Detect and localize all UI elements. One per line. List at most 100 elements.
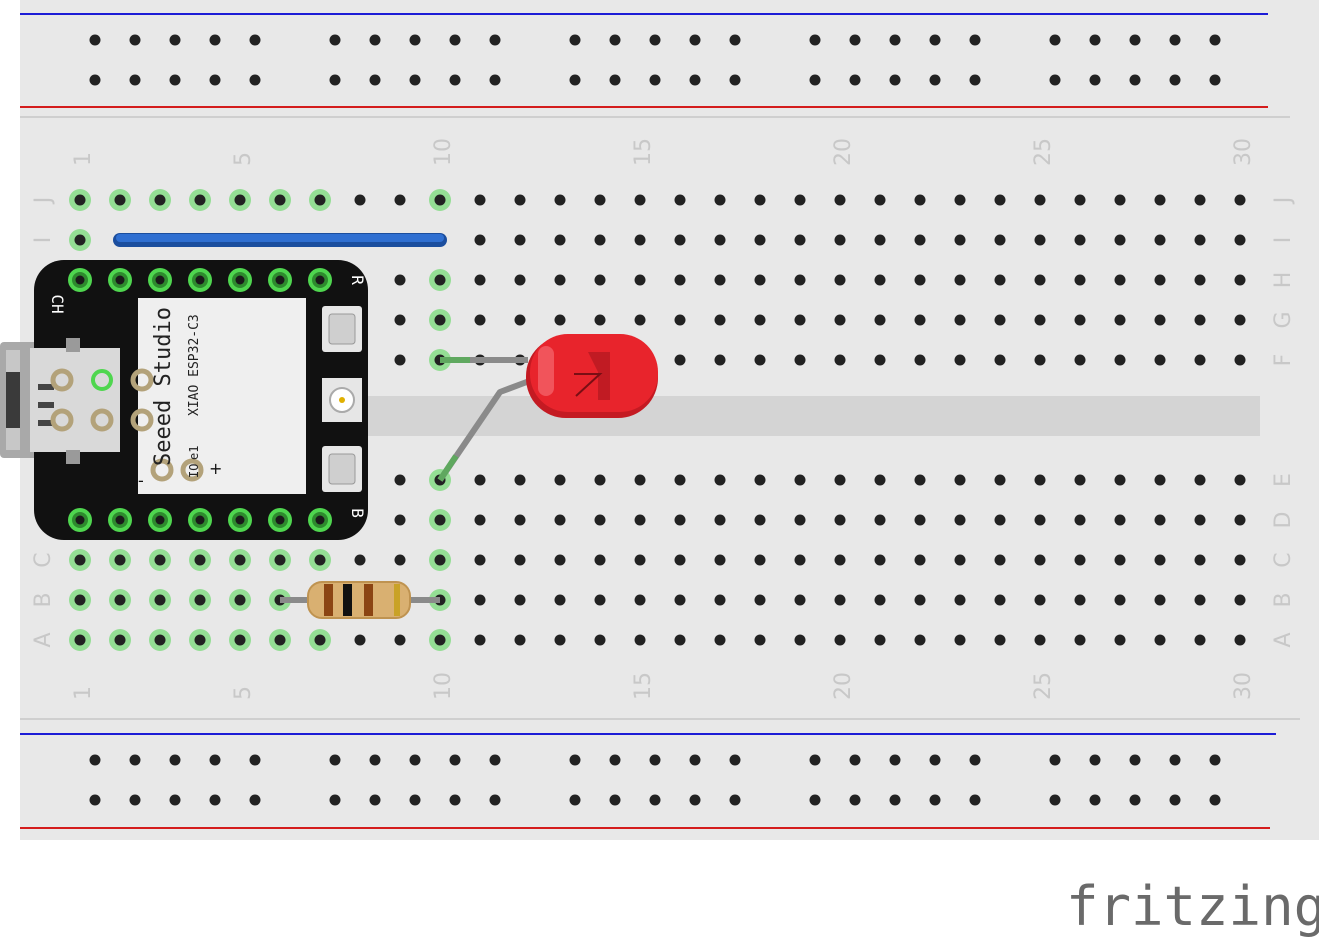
rail-hole[interactable] [569,34,581,46]
hole-C8[interactable] [354,554,366,566]
hole-G24[interactable] [994,314,1006,326]
hole-D28[interactable] [1154,514,1166,526]
hole-F16[interactable] [674,354,686,366]
hole-H25[interactable] [1034,274,1046,286]
hole-G14[interactable] [594,314,606,326]
hole-I13[interactable] [554,234,566,246]
hole-A12[interactable] [514,634,526,646]
hole-C19[interactable] [794,554,806,566]
hole-J19[interactable] [794,194,806,206]
hole-A24[interactable] [994,634,1006,646]
hole-C28[interactable] [1154,554,1166,566]
hole-E20[interactable] [834,474,846,486]
rail-hole[interactable] [1129,74,1141,86]
hole-C22[interactable] [914,554,926,566]
hole-I11[interactable] [474,234,486,246]
rail-hole[interactable] [609,754,621,766]
hole-G28[interactable] [1154,314,1166,326]
rail-hole[interactable] [689,34,701,46]
rail-hole[interactable] [369,34,381,46]
hole-B13[interactable] [554,594,566,606]
hole-F18[interactable] [754,354,766,366]
rail-hole[interactable] [649,74,661,86]
hole-G22[interactable] [914,314,926,326]
rail-hole[interactable] [329,34,341,46]
rail-hole[interactable] [209,34,221,46]
hole-I28[interactable] [1154,234,1166,246]
hole-C16[interactable] [674,554,686,566]
rail-hole[interactable] [1169,754,1181,766]
hole-D10[interactable] [434,514,446,526]
hole-H30[interactable] [1234,274,1246,286]
hole-B20[interactable] [834,594,846,606]
rail-hole[interactable] [449,74,461,86]
hole-A11[interactable] [474,634,486,646]
hole-E24[interactable] [994,474,1006,486]
hole-A15[interactable] [634,634,646,646]
hole-J15[interactable] [634,194,646,206]
hole-F9[interactable] [394,354,406,366]
hole-A22[interactable] [914,634,926,646]
rail-hole[interactable] [1049,34,1061,46]
rail-hole[interactable] [1089,794,1101,806]
hole-J23[interactable] [954,194,966,206]
rail-hole[interactable] [329,754,341,766]
hole-A16[interactable] [674,634,686,646]
hole-A5[interactable] [234,634,246,646]
hole-A8[interactable] [354,634,366,646]
hole-C5[interactable] [234,554,246,566]
hole-G10[interactable] [434,314,446,326]
hole-G29[interactable] [1194,314,1206,326]
rail-hole[interactable] [369,74,381,86]
rail-hole[interactable] [729,794,741,806]
hole-F28[interactable] [1154,354,1166,366]
rail-hole[interactable] [129,74,141,86]
hole-F30[interactable] [1234,354,1246,366]
rail-hole[interactable] [849,794,861,806]
hole-I26[interactable] [1074,234,1086,246]
hole-H23[interactable] [954,274,966,286]
hole-I1[interactable] [74,234,86,246]
hole-E16[interactable] [674,474,686,486]
hole-H15[interactable] [634,274,646,286]
hole-J28[interactable] [1154,194,1166,206]
hole-J27[interactable] [1114,194,1126,206]
rail-hole[interactable] [809,34,821,46]
hole-G23[interactable] [954,314,966,326]
rail-hole[interactable] [1209,754,1221,766]
rail-hole[interactable] [169,754,181,766]
hole-D22[interactable] [914,514,926,526]
hole-H21[interactable] [874,274,886,286]
hole-B26[interactable] [1074,594,1086,606]
rail-hole[interactable] [169,794,181,806]
hole-H27[interactable] [1114,274,1126,286]
rail-hole[interactable] [89,34,101,46]
rail-hole[interactable] [209,794,221,806]
hole-F17[interactable] [714,354,726,366]
hole-G20[interactable] [834,314,846,326]
rail-hole[interactable] [689,74,701,86]
hole-G26[interactable] [1074,314,1086,326]
hole-A19[interactable] [794,634,806,646]
hole-F23[interactable] [954,354,966,366]
hole-J16[interactable] [674,194,686,206]
rail-hole[interactable] [409,34,421,46]
hole-B15[interactable] [634,594,646,606]
hole-J7[interactable] [314,194,326,206]
hole-B14[interactable] [594,594,606,606]
hole-C13[interactable] [554,554,566,566]
hole-D18[interactable] [754,514,766,526]
resistor[interactable] [280,581,440,619]
hole-A13[interactable] [554,634,566,646]
rail-hole[interactable] [889,34,901,46]
hole-H20[interactable] [834,274,846,286]
hole-E28[interactable] [1154,474,1166,486]
rail-hole[interactable] [689,794,701,806]
hole-H18[interactable] [754,274,766,286]
hole-G13[interactable] [554,314,566,326]
rail-hole[interactable] [209,754,221,766]
hole-F21[interactable] [874,354,886,366]
hole-A14[interactable] [594,634,606,646]
rail-hole[interactable] [649,34,661,46]
hole-H24[interactable] [994,274,1006,286]
